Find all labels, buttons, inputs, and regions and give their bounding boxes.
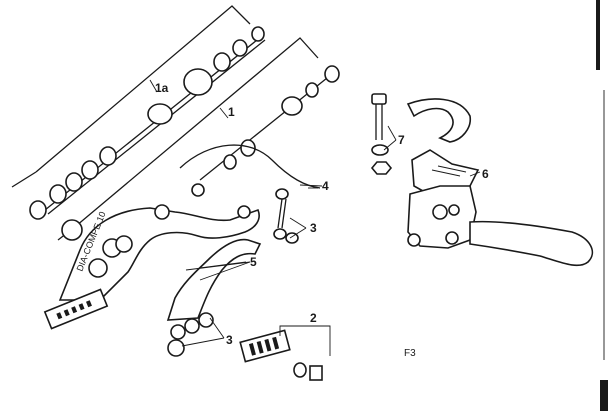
end-nut: [324, 65, 340, 83]
scan-edge-marks: [596, 0, 608, 411]
lever-clamp-hardware: [370, 93, 472, 175]
axle-stack-1a: [29, 26, 266, 220]
washer: [240, 139, 256, 157]
callout-4: 4: [322, 179, 329, 193]
callout-2: 2: [310, 311, 317, 325]
callout-3-upper: 3: [310, 221, 317, 235]
bolt-nut: [273, 228, 287, 240]
brake-cable: [179, 144, 323, 197]
washer: [81, 160, 99, 180]
acorn-nut: [88, 258, 108, 278]
pivot-boss: [61, 219, 83, 241]
callout-1a: 1a: [155, 81, 169, 95]
washer: [281, 96, 303, 116]
lever-screw: [407, 233, 421, 247]
clamp-bolt-head: [371, 93, 387, 105]
acorn-nut: [167, 339, 185, 357]
cable-bolt-upper: [273, 188, 299, 244]
bolt-head: [275, 188, 289, 200]
pad-washer: [293, 362, 307, 378]
washer: [115, 235, 133, 253]
cable-anchor: [237, 205, 251, 219]
bracket-1: [57, 37, 319, 241]
axle-stack-1: [199, 65, 340, 181]
washer: [213, 52, 231, 72]
acorn-nut: [29, 200, 47, 220]
caliper-arms: [58, 204, 262, 321]
washer: [223, 154, 237, 170]
rear-caliper-arm: [166, 238, 262, 321]
lever-pivot: [432, 204, 448, 220]
callout-5: 5: [250, 255, 257, 269]
lever-hole: [448, 204, 460, 216]
cable-nut: [191, 183, 205, 197]
bolt-washer: [198, 312, 214, 328]
bolt-washer: [184, 318, 200, 334]
callout-3-lower: 3: [226, 333, 233, 347]
handlebar-clip: [406, 98, 472, 143]
brake-lever: [407, 149, 594, 267]
clamp-washer: [371, 144, 389, 156]
spring-housing: [183, 68, 213, 96]
callout-7: 7: [398, 133, 405, 147]
brake-pad: [239, 329, 323, 381]
clamp-nut: [370, 161, 393, 175]
front-caliper-arm: [58, 207, 260, 301]
washer: [65, 172, 83, 192]
spring-hole: [154, 204, 170, 220]
callout-6: 6: [482, 167, 489, 181]
pivot-bushing: [147, 103, 173, 125]
spring-coil: [49, 184, 67, 204]
bolt-nut: [285, 232, 299, 244]
washer: [99, 146, 117, 166]
bracket-1a: [11, 5, 251, 188]
lever-blade: [469, 220, 594, 267]
washer: [232, 39, 248, 57]
shoe-bolts-lower: [167, 312, 214, 357]
bolt-washer: [170, 324, 186, 340]
figure-label: F3: [404, 348, 416, 359]
callout-1: 1: [228, 105, 235, 119]
lever-screw: [445, 231, 459, 245]
shoe-on-front-arm: [43, 288, 109, 330]
washer: [305, 82, 319, 98]
pad-nut: [309, 365, 323, 381]
leader-lines: [181, 125, 481, 356]
end-nut: [251, 26, 265, 42]
